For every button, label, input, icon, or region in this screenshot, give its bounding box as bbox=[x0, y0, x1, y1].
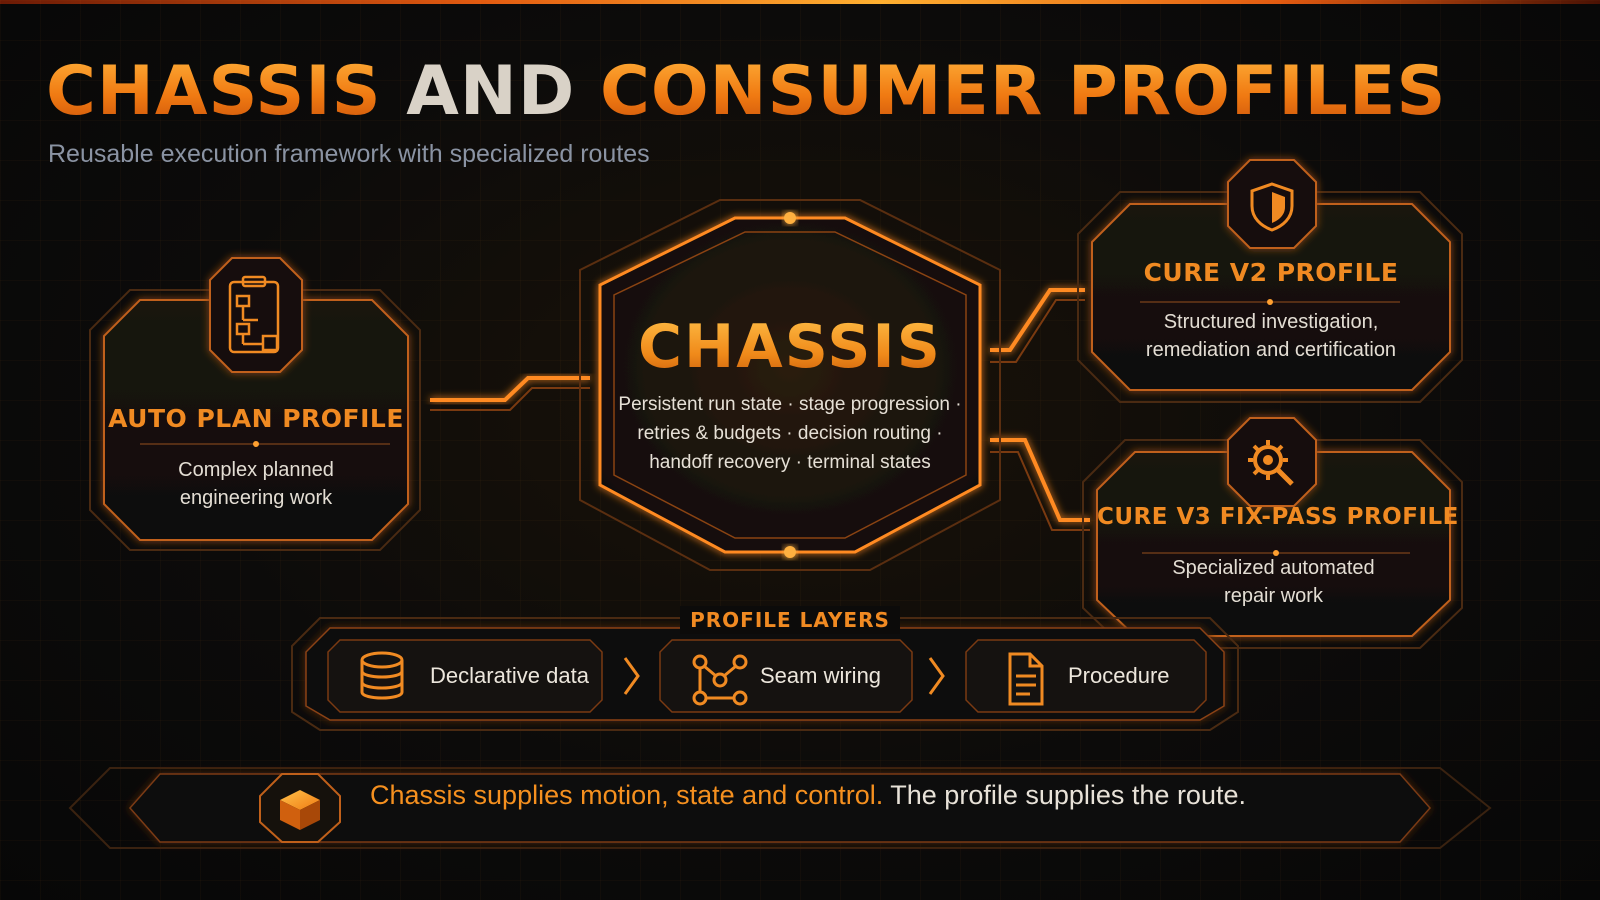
page-subtitle: Reusable execution framework with specia… bbox=[48, 140, 650, 168]
shield-icon bbox=[1250, 182, 1294, 232]
title-part-and: AND bbox=[406, 52, 576, 131]
cure-v2-description-line: remediation and certification bbox=[1145, 339, 1397, 361]
title-part-chassis: CHASSIS bbox=[46, 52, 407, 131]
top-accent-bar bbox=[0, 0, 1600, 4]
auto-plan-description-line: engineering work bbox=[179, 487, 333, 509]
profile-layers-title: PROFILE LAYERS bbox=[690, 608, 890, 632]
layer-label-declarative-data: Declarative data bbox=[430, 663, 589, 688]
cure-v3-title: CURE V3 FIX-PASS PROFILE bbox=[1097, 504, 1459, 530]
connector-auto-plan-to-chassis bbox=[430, 376, 590, 411]
chassis-description-line: Persistent run state · stage progression… bbox=[618, 394, 962, 415]
cube-icon bbox=[280, 790, 320, 830]
chevron-right-icon bbox=[928, 657, 945, 695]
chassis-title: CHASSIS bbox=[638, 312, 942, 382]
document-icon bbox=[1008, 652, 1044, 706]
banner-text: Chassis supplies motion, state and contr… bbox=[370, 780, 1246, 811]
layer-box-seam-wiring bbox=[659, 639, 913, 713]
layer-label-procedure: Procedure bbox=[1068, 663, 1170, 688]
clipboard-flow-icon bbox=[228, 275, 280, 354]
cure-v2-title: CURE V2 PROFILE bbox=[1143, 258, 1399, 287]
cure-v2-description: Structured investigation, remediation an… bbox=[1092, 308, 1450, 364]
title-part-consumer-profiles: CONSUMER PROFILES bbox=[575, 52, 1447, 131]
connector-chassis-to-cure-v2 bbox=[990, 288, 1085, 363]
chassis-node bbox=[579, 199, 1001, 571]
chassis-description: Persistent run state · stage progression… bbox=[600, 390, 980, 477]
cure-v3-description-line: repair work bbox=[1224, 585, 1323, 607]
page-title: CHASSIS AND CONSUMER PROFILES bbox=[46, 52, 1446, 131]
nodes-icon bbox=[692, 654, 748, 706]
cure-v3-card bbox=[1082, 417, 1463, 649]
chevron-right-icon bbox=[623, 657, 640, 695]
banner-rest: The profile supplies the route. bbox=[883, 780, 1246, 810]
cure-v2-description-line: Structured investigation, bbox=[1163, 311, 1379, 333]
chassis-description-line: handoff recovery · terminal states bbox=[649, 452, 931, 473]
layer-box-declarative-data bbox=[327, 639, 603, 713]
database-icon bbox=[360, 651, 404, 700]
layer-label-seam-wiring: Seam wiring bbox=[760, 663, 882, 688]
connector-chassis-to-cure-v3 bbox=[990, 438, 1090, 531]
auto-plan-title: AUTO PLAN PROFILE bbox=[108, 404, 404, 433]
auto-plan-description: Complex planned engineering work bbox=[104, 456, 408, 512]
chassis-description-line: retries & budgets · decision routing · bbox=[637, 423, 943, 444]
banner-highlight: Chassis supplies motion, state and contr… bbox=[370, 780, 884, 810]
cure-v3-description: Specialized automated repair work bbox=[1097, 554, 1450, 610]
cure-v3-description-line: Specialized automated bbox=[1172, 557, 1375, 579]
gear-wrench-icon bbox=[1248, 440, 1294, 486]
auto-plan-description-line: Complex planned bbox=[178, 459, 334, 481]
